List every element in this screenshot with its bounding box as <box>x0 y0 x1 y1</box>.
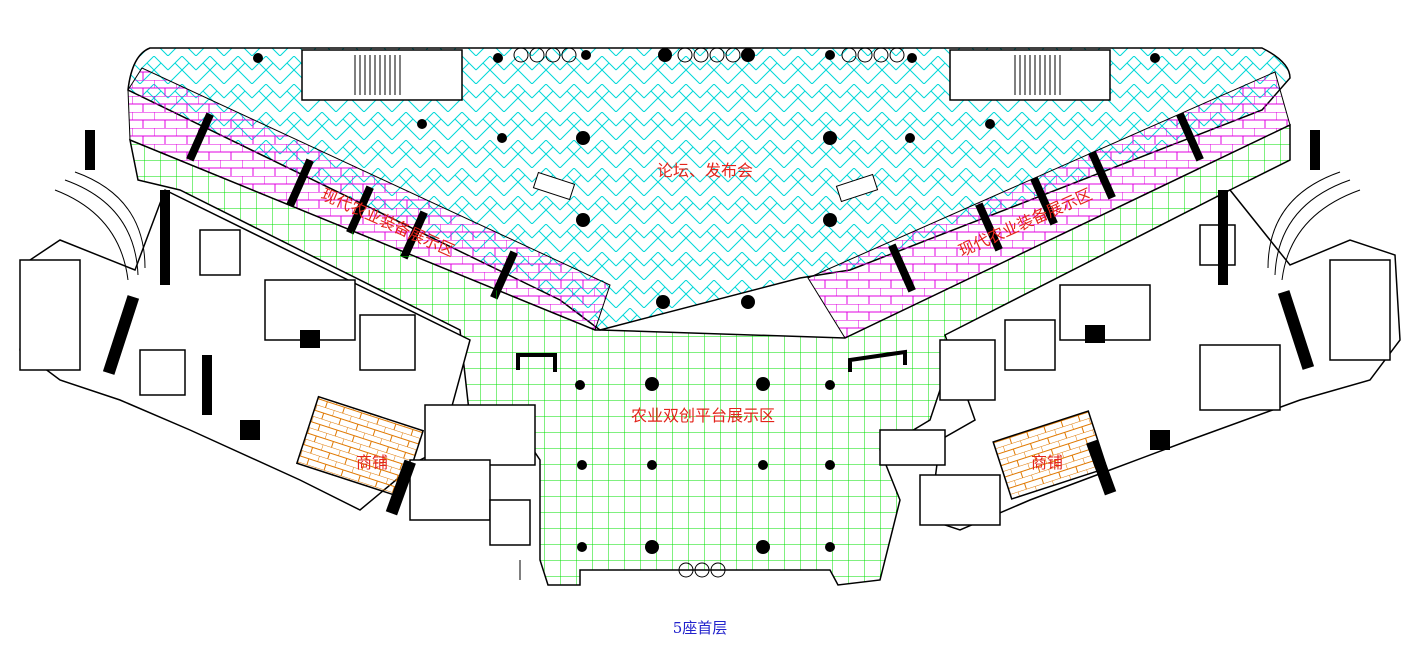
stair-treads <box>354 55 1061 580</box>
entrance-arcs <box>54 171 1361 281</box>
floor-caption: 5座首层 <box>673 619 728 637</box>
column-dots <box>253 48 1160 554</box>
doors <box>513 47 905 578</box>
shop-left-label: 商铺 <box>356 453 388 472</box>
platform-kiosks <box>516 349 907 372</box>
left-wing-building <box>19 188 536 546</box>
platform-label: 农业双创平台展示区 <box>631 406 775 425</box>
equipment-zone-right <box>807 71 1291 339</box>
forum-label: 论坛、发布会 <box>657 161 753 180</box>
equipment-zone-left <box>127 67 611 331</box>
left-columns <box>85 130 416 516</box>
right-columns <box>1085 130 1320 496</box>
escalators <box>532 171 879 203</box>
shop-right-label: 商铺 <box>1031 453 1063 472</box>
